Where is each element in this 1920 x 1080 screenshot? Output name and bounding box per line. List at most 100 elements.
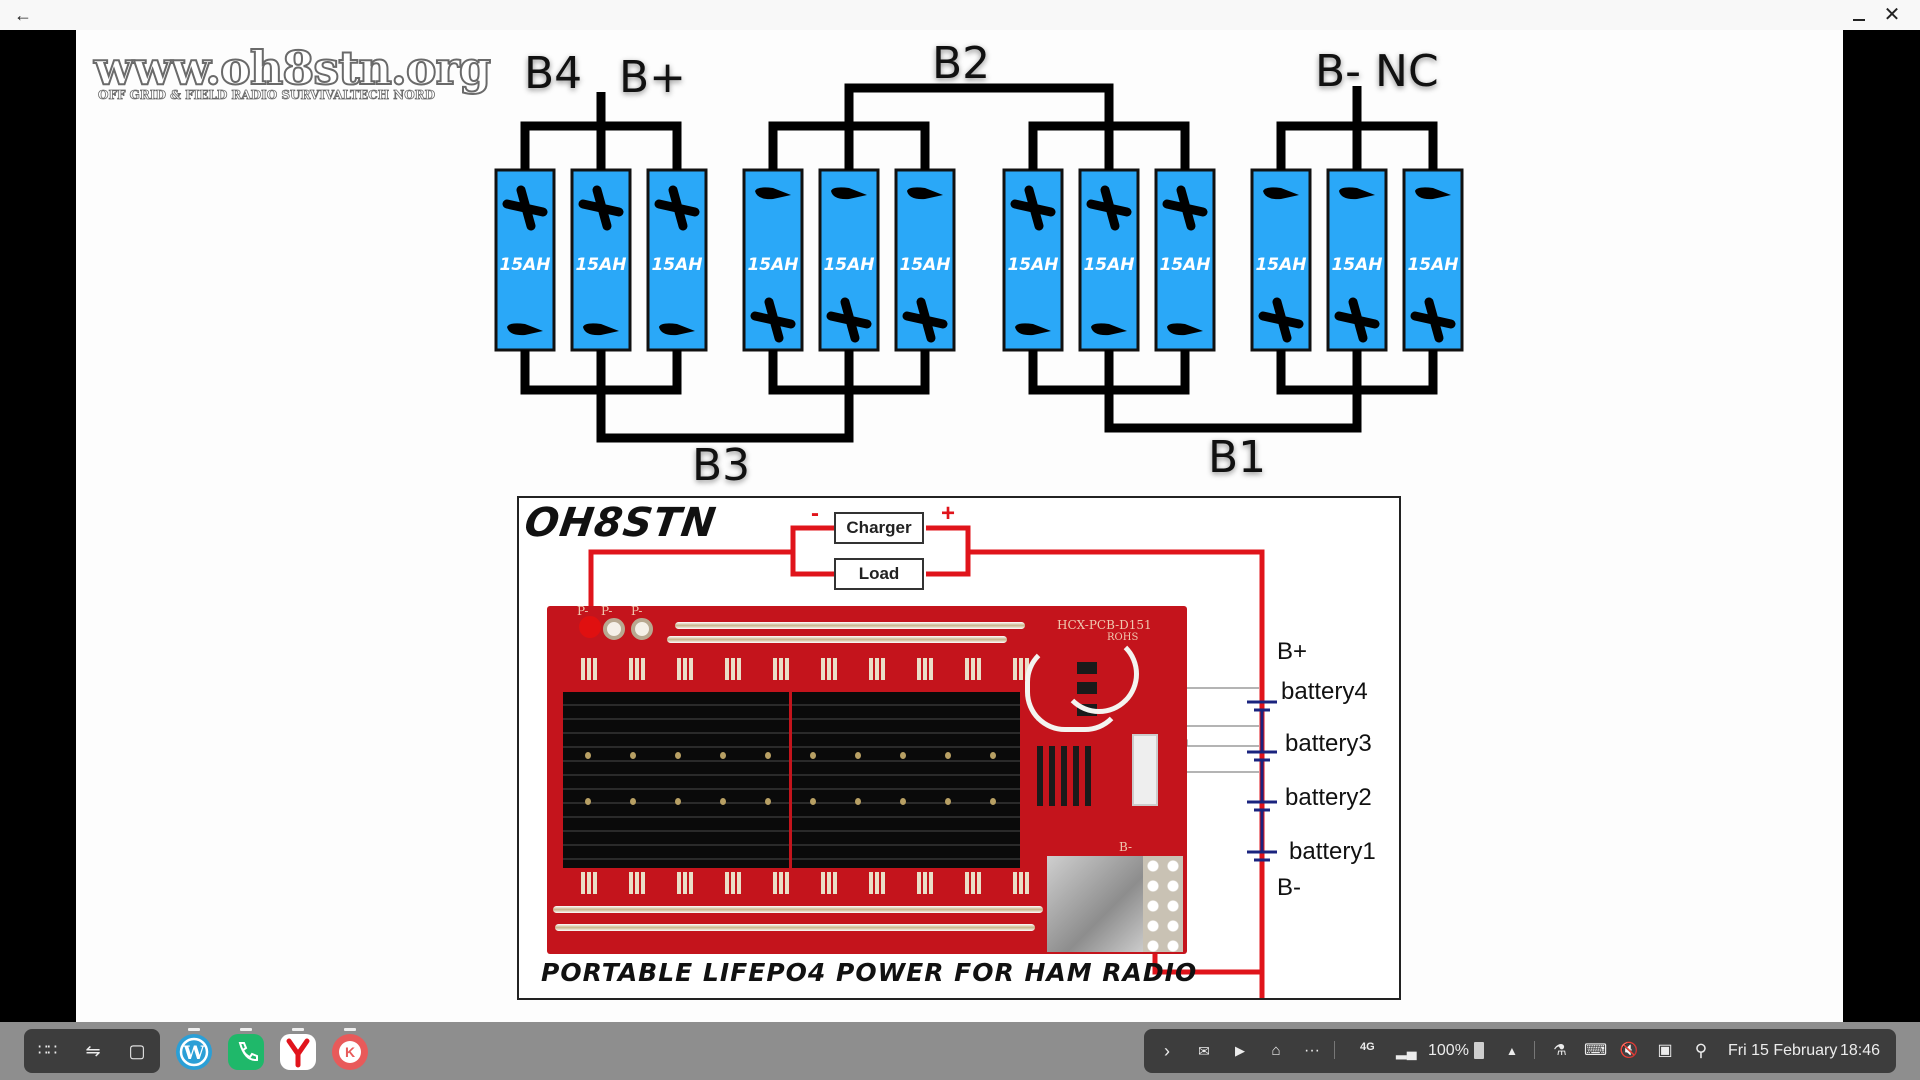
negative-terminal-icon: [1167, 323, 1203, 336]
store-icon[interactable]: ⌂: [1271, 1042, 1281, 1059]
wordpress-icon[interactable]: W: [176, 1028, 212, 1070]
positive-terminal-icon: [578, 185, 624, 231]
mounting-holes: [1143, 856, 1183, 952]
label-battery3: battery3: [1285, 730, 1372, 757]
cell-capacity-label: 15AH: [823, 255, 874, 275]
cell-capacity-label: 15AH: [747, 255, 798, 275]
overview-icon[interactable]: ▢: [128, 1041, 146, 1061]
search-icon[interactable]: ⚲: [1694, 1041, 1708, 1060]
cell-capacity-label: 15AH: [1159, 255, 1210, 275]
cell-capacity-label: 15AH: [1331, 255, 1382, 275]
negative-terminal-icon: [583, 323, 619, 336]
heatsink-screw: [990, 752, 996, 759]
plus-sign: +: [941, 500, 956, 527]
time[interactable]: 18:46: [1840, 1042, 1881, 1059]
negative-terminal-icon: [1339, 187, 1375, 200]
recent-apps-icon[interactable]: ⇋: [85, 1041, 101, 1061]
solder-rail: [667, 636, 1007, 643]
positive-terminal-icon: [826, 297, 872, 343]
screenshot-icon[interactable]: ▣: [1657, 1042, 1673, 1059]
mosfet-legs: [575, 658, 1031, 680]
heatsink: [792, 692, 1020, 868]
positive-terminal-icon: [750, 297, 796, 343]
heatsink-screw: [630, 752, 636, 759]
label-bminus: B-: [1277, 874, 1301, 901]
charger-box: Charger: [834, 512, 924, 544]
b1-link: [1104, 390, 1362, 433]
pad-label: P-: [577, 604, 589, 618]
label-b1: B1: [1208, 432, 1267, 483]
chevron-right-icon[interactable]: ›: [1164, 1041, 1170, 1061]
balance-wire: [1025, 642, 1125, 732]
phone-icon[interactable]: [228, 1028, 264, 1070]
more-notifications[interactable]: ···: [1304, 1042, 1320, 1059]
plus-branch-wire: [926, 525, 971, 577]
cells-drawing: 15AH 15AH 15AH 15AH 15AH 15AH 15AH 15AH 15AH 15AH…: [494, 83, 1464, 443]
silkscreen-rohs: ROHS: [1107, 632, 1139, 643]
flask-icon[interactable]: ⚗: [1553, 1042, 1567, 1059]
label-bplus: B+: [619, 52, 687, 103]
mosfet-legs: [575, 872, 1031, 894]
solder-rail: [555, 924, 1035, 931]
heatsink-screw: [585, 752, 591, 759]
logo-url: www.oh8stn.org: [93, 41, 492, 95]
svg-text:W: W: [182, 1042, 205, 1064]
minus-sign: -: [811, 500, 819, 527]
negative-terminal-icon: [907, 187, 943, 200]
upload-arrow-icon: ▲: [1506, 1044, 1518, 1058]
heatsink-screw: [675, 798, 681, 805]
solder-rail: [675, 622, 1025, 629]
heatsink-screw: [675, 752, 681, 759]
heatsink-screw: [720, 798, 726, 805]
negative-terminal-icon: [755, 187, 791, 200]
back-arrow-icon[interactable]: ←: [14, 5, 32, 25]
label-b3: B3: [692, 440, 751, 491]
balance-wire: [1059, 634, 1139, 714]
nav-pill: ∷∷ ⇋ ▢: [24, 1029, 160, 1073]
heatsink-screw: [855, 798, 861, 805]
heatsink-screw: [810, 798, 816, 805]
svg-text:K: K: [345, 1044, 355, 1060]
load-box: Load: [834, 558, 924, 590]
label-b4: B4: [524, 48, 583, 99]
positive-terminal-icon: [1162, 185, 1208, 231]
positive-terminal-icon: [1258, 297, 1304, 343]
volume-mute-icon[interactable]: 🔇: [1619, 1042, 1639, 1059]
cell-capacity-label: 15AH: [1007, 255, 1058, 275]
cell-capacity-label: 15AH: [575, 255, 626, 275]
close-icon[interactable]: ✕: [1883, 4, 1901, 26]
label-b2: B2: [932, 38, 991, 89]
keyboard-icon[interactable]: ⌨: [1584, 1042, 1608, 1059]
cell-capacity-label: 15AH: [1083, 255, 1134, 275]
negative-terminal-icon: [1091, 323, 1127, 336]
taskbar: ∷∷ ⇋ ▢ W K › ✉ ▶ ⌂ ··· 4G ▂▄ 100% ▲ ⚗ ⌨ …: [0, 1022, 1920, 1080]
site-logo: www.oh8stn.org OFF GRID & FIELD RADIO SU…: [93, 41, 492, 103]
pcb-board: P- P- P- HCX-PCB-D151 ROHS: [547, 604, 1187, 954]
p-pad: [603, 618, 625, 640]
silkscreen-bminus: B-: [1119, 840, 1133, 854]
negative-terminal-icon: [507, 323, 543, 336]
pad-label: P-: [631, 604, 643, 618]
heatsink-screw: [810, 752, 816, 759]
label-battery4: battery4: [1281, 678, 1368, 705]
logo-tagline: OFF GRID & FIELD RADIO SURVIVALTECH NORD: [98, 88, 436, 103]
apps-grid-icon[interactable]: ∷∷: [37, 1042, 57, 1059]
kinemaster-icon[interactable]: K: [332, 1028, 368, 1070]
cell-capacity-label: 15AH: [651, 255, 702, 275]
b2-link: [844, 83, 1114, 126]
label-battery2: battery2: [1285, 784, 1372, 811]
positive-terminal-icon: [654, 185, 700, 231]
solder-rail: [553, 906, 1043, 913]
yandex-icon[interactable]: [280, 1028, 316, 1070]
cell-capacity-label: 15AH: [499, 255, 550, 275]
cell-capacity-label: 15AH: [899, 255, 950, 275]
youtube-icon[interactable]: ▶: [1235, 1043, 1245, 1058]
positive-terminal-icon: [1410, 297, 1456, 343]
gmail-icon[interactable]: ✉: [1198, 1043, 1210, 1059]
negative-terminal-icon: [1415, 187, 1451, 200]
minimize-icon[interactable]: [1848, 4, 1870, 26]
date[interactable]: Fri 15 February: [1728, 1042, 1838, 1059]
image-viewer: www.oh8stn.org OFF GRID & FIELD RADIO SU…: [0, 30, 1920, 1022]
signal-icon: ▂▄: [1396, 1043, 1417, 1059]
battery-icon: [1474, 1042, 1484, 1059]
